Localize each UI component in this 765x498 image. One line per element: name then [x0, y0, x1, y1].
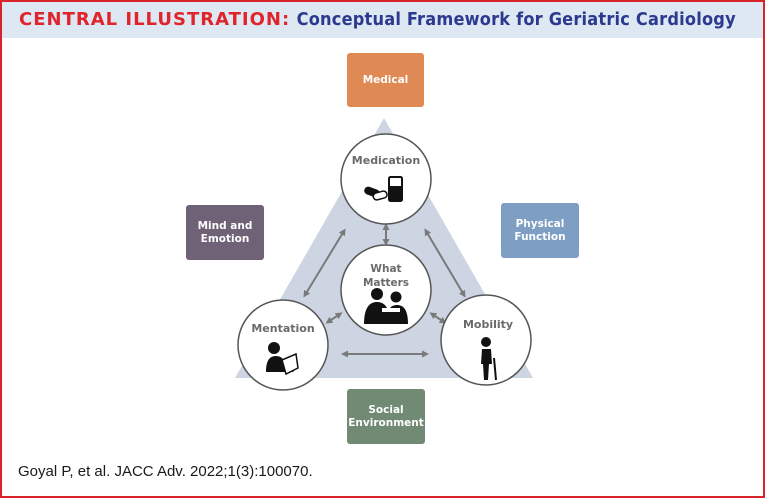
header-title: CENTRAL ILLUSTRATION: Conceptual Framewo…: [19, 9, 736, 30]
physical-function-domain-box: Physical Function: [501, 203, 579, 258]
arrow-medication-mobility: [424, 228, 466, 298]
two-people-embracing-icon: [364, 288, 408, 324]
medical-label: Medical: [362, 73, 409, 86]
what-matters-circle: [340, 244, 432, 336]
mobility-label: Mobility: [463, 318, 513, 331]
physical-label-line1: Physical: [515, 217, 565, 230]
citation: Goyal P, et al. JACC Adv. 2022;1(3):1000…: [18, 463, 313, 480]
mentation-label: Mentation: [251, 322, 314, 335]
arrow-whatmatters-mentation: [325, 312, 343, 324]
medication-circle: [340, 133, 432, 225]
person-walking-with-cane-icon: [481, 337, 497, 381]
mind-label-line2: Emotion: [200, 232, 250, 245]
figure-title: Conceptual Framework for Geriatric Cardi…: [296, 9, 736, 30]
medical-domain-box: Medical: [347, 53, 424, 107]
person-reading-icon: [266, 342, 299, 376]
what-matters-label-line1: What: [370, 263, 401, 275]
social-label-line1: Social: [368, 403, 404, 416]
mentation-circle: [237, 299, 329, 391]
mind-emotion-domain-box: Mind and Emotion: [186, 205, 264, 260]
medication-label: Medication: [352, 154, 420, 167]
central-illustration-label: CENTRAL ILLUSTRATION:: [19, 9, 291, 30]
social-environment-domain-box: Social Environment: [347, 389, 425, 444]
header-bar: CENTRAL ILLUSTRATION: Conceptual Framewo…: [2, 2, 763, 38]
arrow-medication-mentation: [303, 228, 346, 298]
pills-and-cup-icon: [364, 176, 403, 202]
social-label-line2: Environment: [348, 416, 424, 429]
arrow-whatmatters-mobility: [429, 312, 447, 324]
physical-label-line2: Function: [514, 230, 566, 243]
what-matters-label-line2: Matters: [363, 277, 409, 289]
mind-label-line1: Mind and: [197, 219, 253, 232]
